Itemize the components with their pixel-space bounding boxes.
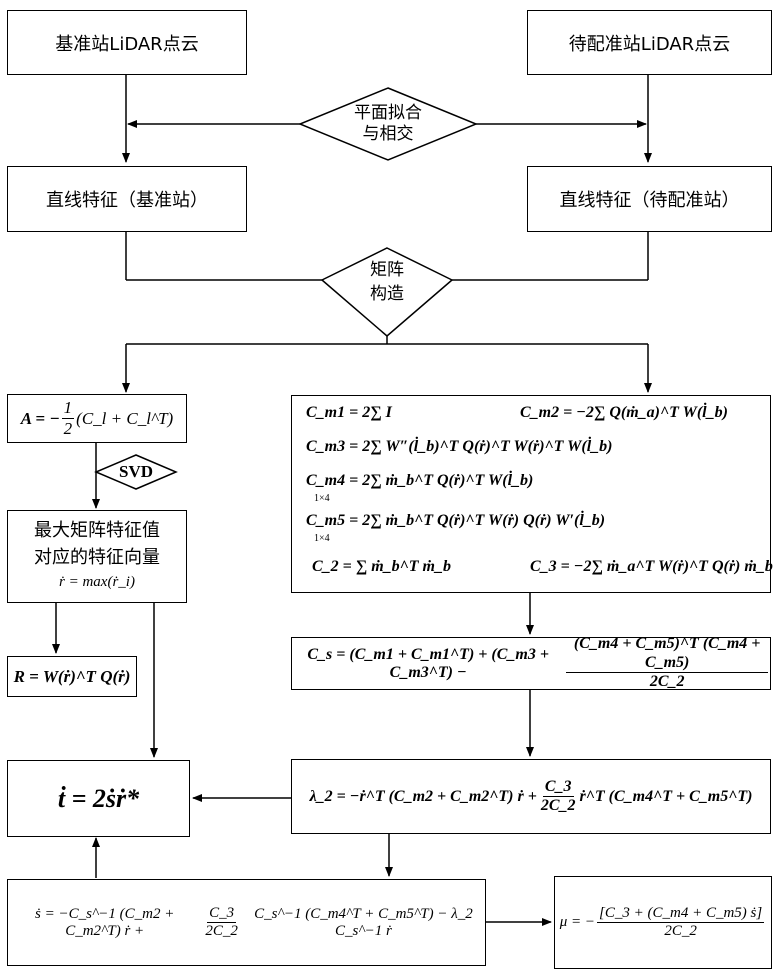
mu-fraction: [C_3 + (C_m4 + C_m5) ṡ] 2C_2 (597, 905, 764, 941)
c3-equation: C_3 = −2∑ ṁ_a^T W(ṙ)^T Q(ṙ) ṁ_b (530, 558, 773, 576)
registration-station-cloud-box: 待配准站LiDAR点云 (527, 10, 772, 75)
cs-fraction: (C_m4 + C_m5)^T (C_m4 + C_m5) 2C_2 (566, 635, 768, 691)
cm4-equation: C_m4 = 2∑ ṁ_b^T Q(ṙ)^T W(l̇_b) (306, 472, 533, 490)
eigenvalue-line1: 最大矩阵特征值 (8, 517, 186, 544)
r-max-equation: ṙ = max(ṙ_i) (8, 571, 186, 593)
c2-equation: C_2 = ∑ ṁ_b^T ṁ_b (312, 558, 451, 576)
translation-t-box: ṫ = 2ṡṙ* (7, 760, 190, 837)
lambda-left: λ_2 = −ṙ^T (C_m2 + C_m2^T) ṙ + (310, 788, 537, 806)
eigenvalue-line2: 对应的特征向量 (8, 544, 186, 571)
coefficient-matrices-box: C_m1 = 2∑ I C_m2 = −2∑ Q(ṁ_a)^T W(l̇_b) … (291, 395, 771, 593)
matrix-a-box: A = − 1 2 (C_l + C_l^T) (7, 394, 187, 443)
line-feature-base-box: 直线特征（基准站） (7, 166, 247, 232)
matrix-a-lhs: A = − (21, 409, 60, 429)
s-fraction: C_3 2C_2 (203, 905, 240, 941)
cm3-equation: C_m3 = 2∑ W″(l̇_b)^T Q(ṙ)^T W(ṙ)^T W(l̇_… (306, 438, 612, 456)
matrix-a-rhs: (C_l + C_l^T) (76, 409, 173, 429)
rotation-r-box: R = W(ṙ)^T Q(ṙ) (7, 656, 137, 697)
line-feature-registration-label: 直线特征（待配准站） (560, 186, 740, 212)
cs-left: C_s = (C_m1 + C_m1^T) + (C_m3 + C_m3^T) … (292, 646, 564, 682)
registration-station-cloud-label: 待配准站LiDAR点云 (569, 30, 730, 56)
lambda-fraction: C_3 2C_2 (539, 778, 578, 816)
base-station-cloud-label: 基准站LiDAR点云 (55, 30, 198, 56)
rotation-r-equation: R = W(ṙ)^T Q(ṙ) (14, 667, 131, 687)
matrix-construct-label: 矩阵 构造 (347, 258, 427, 306)
line-feature-base-label: 直线特征（基准站） (46, 186, 208, 212)
line-feature-registration-box: 直线特征（待配准站） (527, 166, 772, 232)
plane-fit-label: 平面拟合 与相交 (338, 103, 438, 145)
cs-box: C_s = (C_m1 + C_m1^T) + (C_m3 + C_m3^T) … (291, 637, 771, 690)
lambda-right: ṙ^T (C_m4^T + C_m5^T) (580, 788, 753, 806)
cm1-equation: C_m1 = 2∑ I (306, 404, 392, 422)
translation-t-equation: ṫ = 2ṡṙ* (58, 784, 139, 814)
max-eigenvector-box: 最大矩阵特征值 对应的特征向量 ṙ = max(ṙ_i) (7, 510, 187, 603)
mu-left: μ = − (560, 914, 595, 931)
s-left: ṡ = −C_s^−1 (C_m2 + C_m2^T) ṙ + (8, 906, 201, 940)
cm4-dimension: 1×4 (314, 493, 330, 504)
lambda-box: λ_2 = −ṙ^T (C_m2 + C_m2^T) ṙ + C_3 2C_2 … (291, 759, 771, 834)
cm2-equation: C_m2 = −2∑ Q(ṁ_a)^T W(l̇_b) (520, 404, 728, 422)
base-station-cloud-box: 基准站LiDAR点云 (7, 10, 247, 75)
s-right: C_s^−1 (C_m4^T + C_m5^T) − λ_2 C_s^−1 ṙ (242, 906, 485, 940)
cm5-dimension: 1×4 (314, 533, 330, 544)
svd-label: SVD (110, 462, 162, 482)
matrix-a-fraction: 1 2 (62, 398, 75, 438)
s-box: ṡ = −C_s^−1 (C_m2 + C_m2^T) ṙ + C_3 2C_2… (7, 879, 486, 966)
mu-box: μ = − [C_3 + (C_m4 + C_m5) ṡ] 2C_2 (554, 876, 772, 969)
cm5-equation: C_m5 = 2∑ ṁ_b^T Q(ṙ)^T W(ṙ) Q(ṙ) W′(l̇_b… (306, 512, 605, 530)
